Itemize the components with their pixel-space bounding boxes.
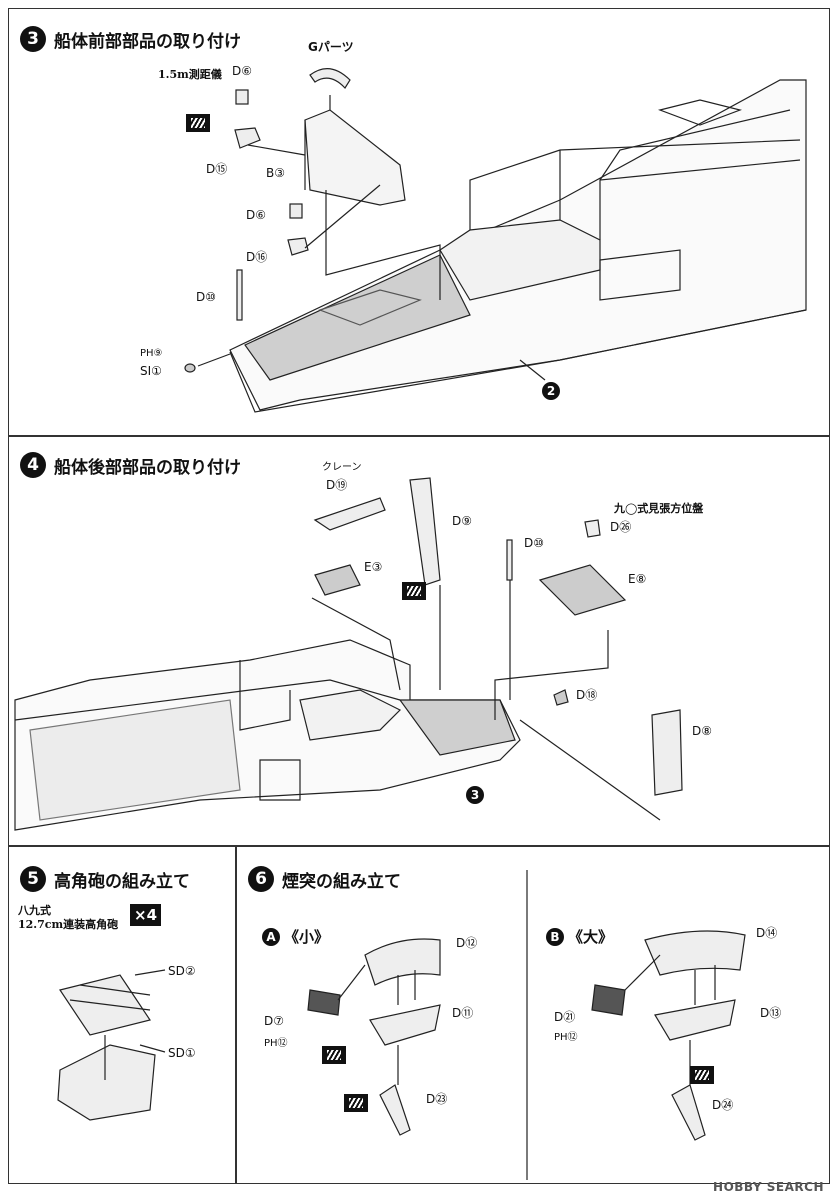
variant-a-mark: A [262, 927, 280, 946]
step6-number: 6 [248, 866, 274, 892]
step3-number: 3 [20, 26, 46, 52]
step4-callout: 3 [466, 786, 484, 804]
label-d16: D⑯ [246, 250, 268, 264]
step6-panel [236, 846, 830, 1184]
label-d10: D⑩ [196, 290, 216, 304]
step5-panel [8, 846, 236, 1184]
glue-icon [402, 582, 426, 600]
label-d13: D⑬ [760, 1006, 782, 1020]
label-crane: クレーン [322, 462, 362, 473]
label-d9: D⑨ [452, 514, 472, 528]
label-ph9: PH⑨ [140, 348, 163, 359]
step4-title-text: 船体後部部品の取り付け [54, 457, 241, 478]
step4-panel [8, 436, 830, 846]
label-d7: D⑦ [264, 1014, 284, 1028]
label-g-parts: Gパーツ [308, 40, 354, 54]
label-d10-step4: D⑩ [524, 536, 544, 550]
variant-b-mark: B [546, 927, 564, 946]
step6-title: 6 煙突の組み立て [248, 866, 401, 892]
variant-b-name: 《大》 [568, 928, 614, 946]
glue-icon [690, 1066, 714, 1084]
label-rangefinder: 1.5m測距儀 [158, 68, 222, 81]
label-d12: D⑫ [456, 936, 478, 950]
watermark: HOBBY SEARCH [713, 1180, 824, 1194]
variant-a-name: 《小》 [284, 928, 330, 946]
gun-type-line1: 八九式 [18, 904, 51, 917]
glue-icon [186, 114, 210, 132]
step4-title: 4 船体後部部品の取り付け [20, 452, 241, 478]
label-ph12-a: PH⑫ [264, 1038, 288, 1049]
step4-number: 4 [20, 452, 46, 478]
label-d11: D⑪ [452, 1006, 474, 1020]
label-d14: D⑭ [756, 926, 778, 940]
variant-b-heading: B 《大》 [546, 926, 613, 947]
gun-type-line2: 12.7cm連装高角砲 [18, 918, 119, 931]
label-d8: D⑧ [692, 724, 712, 738]
label-sd2: SD② [168, 964, 196, 978]
label-sl1: SI① [140, 364, 162, 378]
step3-title-text: 船体前部部品の取り付け [54, 31, 241, 52]
glue-icon [344, 1094, 368, 1112]
label-d26: D㉖ [610, 520, 632, 534]
label-e8: E⑧ [628, 572, 647, 586]
step3-panel [8, 8, 830, 436]
label-d23: D㉓ [426, 1092, 448, 1106]
step5-title: 5 高角砲の組み立て [20, 866, 190, 892]
label-d15: D⑮ [206, 162, 228, 176]
step3-title: 3 船体前部部品の取り付け [20, 26, 241, 52]
label-ph12-b: PH⑫ [554, 1032, 578, 1043]
step3-callout: 2 [542, 382, 560, 400]
label-e3: E③ [364, 560, 383, 574]
glue-icon [322, 1046, 346, 1064]
variant-a-heading: A 《小》 [262, 926, 329, 947]
multiplier-badge: ×4 [130, 904, 162, 926]
label-sd1: SD① [168, 1046, 196, 1060]
step5-number: 5 [20, 866, 46, 892]
step6-title-text: 煙突の組み立て [282, 871, 401, 892]
label-d6-a: D⑥ [232, 64, 252, 78]
label-d19: D⑲ [326, 478, 348, 492]
label-b3: B③ [266, 166, 285, 180]
label-d6-b: D⑥ [246, 208, 266, 222]
label-d24: D㉔ [712, 1098, 734, 1112]
label-d18: D⑱ [576, 688, 598, 702]
step5-title-text: 高角砲の組み立て [54, 871, 190, 892]
label-director: 九◯式見張方位盤 [614, 502, 704, 515]
label-d21: D㉑ [554, 1010, 576, 1024]
